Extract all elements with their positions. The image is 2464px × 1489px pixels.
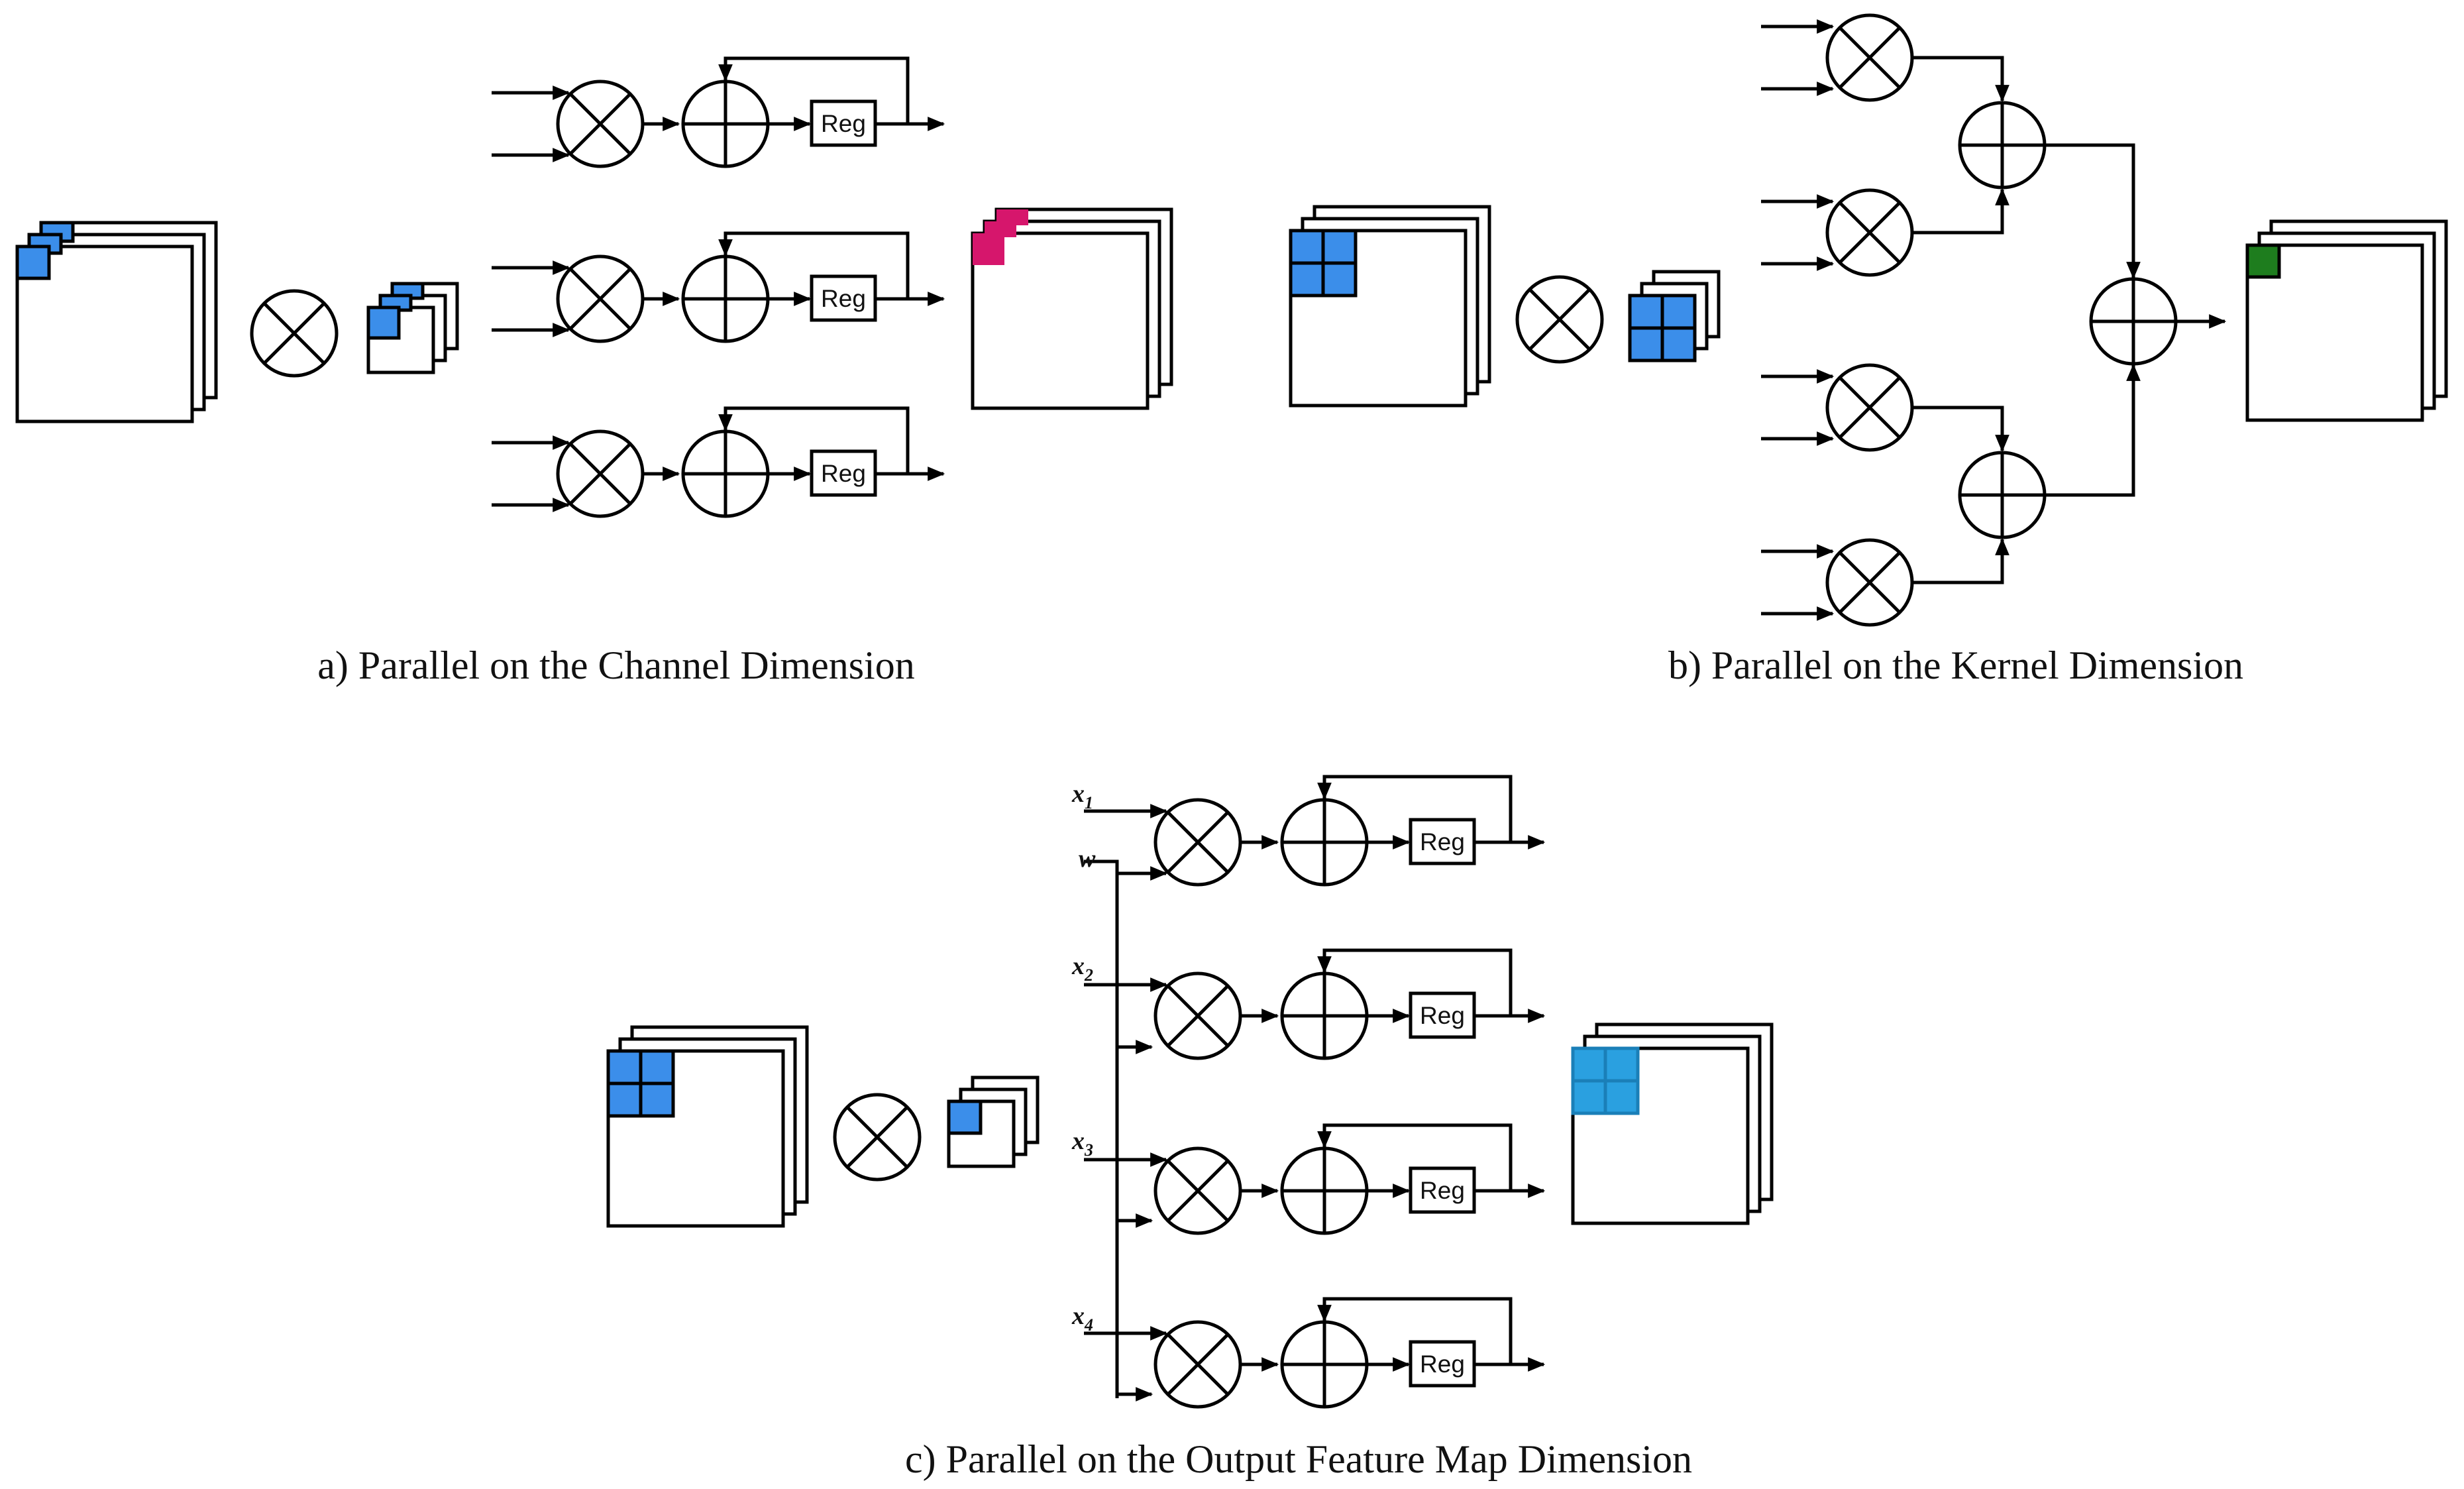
mac-unit: Reg [492,406,945,518]
multiply-icon [1825,13,1914,102]
register-label: Reg [1420,1351,1465,1378]
mac-unit: Reg [492,56,945,168]
register-box: Reg [1409,818,1476,865]
register-box: Reg [810,99,877,147]
mac-unit: Reg [1084,775,1546,887]
mac-unit: Reg [1084,1123,1546,1235]
add-icon [681,80,770,168]
register-label: Reg [1420,828,1465,855]
output-feature-map-c [1571,1022,1774,1225]
input-feature-map-c [606,1025,809,1228]
input-x1-label: x1 [1071,780,1093,812]
register-label: Reg [1420,1002,1465,1029]
output-feature-map-b [2245,219,2448,422]
register-label: Reg [821,460,866,487]
multiply-icon [1515,275,1604,364]
add-icon [1280,798,1369,887]
mac-unit: Reg [1084,1297,1546,1409]
register-label: Reg [1420,1177,1465,1204]
input-w-label: w [1079,845,1096,873]
caption-b: b) Parallel on the Kernel Dimension [1668,643,2243,687]
panel-a: Reg Reg [15,56,1173,687]
add-icon [681,254,770,343]
multiply-icon [1153,971,1242,1060]
input-x2-label: x2 [1071,952,1093,985]
register-box: Reg [1409,991,1476,1039]
caption-a: a) Parallel on the Channel Dimension [317,643,914,687]
add-icon [1280,971,1369,1060]
kernel-stack-b [1628,270,1721,362]
multiply-icon [1153,1146,1242,1235]
register-box: Reg [810,274,877,322]
mac-unit: Reg [492,231,945,343]
add-icon [681,429,770,518]
output-feature-map-a [971,207,1173,410]
input-x3-label: x3 [1071,1127,1093,1160]
add-icon [2089,277,2178,366]
panel-b: b) Parallel on the Kernel Dimension [1289,13,2448,687]
add-icon [1280,1320,1369,1409]
multiply-icon [1825,538,1914,627]
add-icon [1958,101,2047,190]
register-label: Reg [821,110,866,137]
multiply-icon [833,1093,922,1182]
add-icon [1958,451,2047,539]
kernel-stack-a [366,282,459,374]
register-box: Reg [1409,1166,1476,1214]
multiply-icon [556,254,645,343]
multiply-icon [1153,1320,1242,1409]
register-box: Reg [810,449,877,497]
input-feature-map-b [1289,205,1491,408]
caption-c: c) Parallel on the Output Feature Map Di… [905,1437,1692,1481]
multiply-icon [1825,363,1914,452]
panel-c: x1 w x2 x3 x4 Reg [606,775,1774,1481]
register-label: Reg [821,285,866,312]
multiply-icon [250,289,339,378]
multiply-icon [556,80,645,168]
register-box: Reg [1409,1340,1476,1388]
input-feature-map-a [15,221,218,423]
add-icon [1280,1146,1369,1235]
kernel-stack-c [947,1075,1040,1168]
multiply-icon [1153,798,1242,887]
mac-unit: Reg [1084,948,1546,1060]
multiply-icon [1825,188,1914,277]
multiply-icon [556,429,645,518]
input-x4-label: x4 [1071,1302,1093,1335]
